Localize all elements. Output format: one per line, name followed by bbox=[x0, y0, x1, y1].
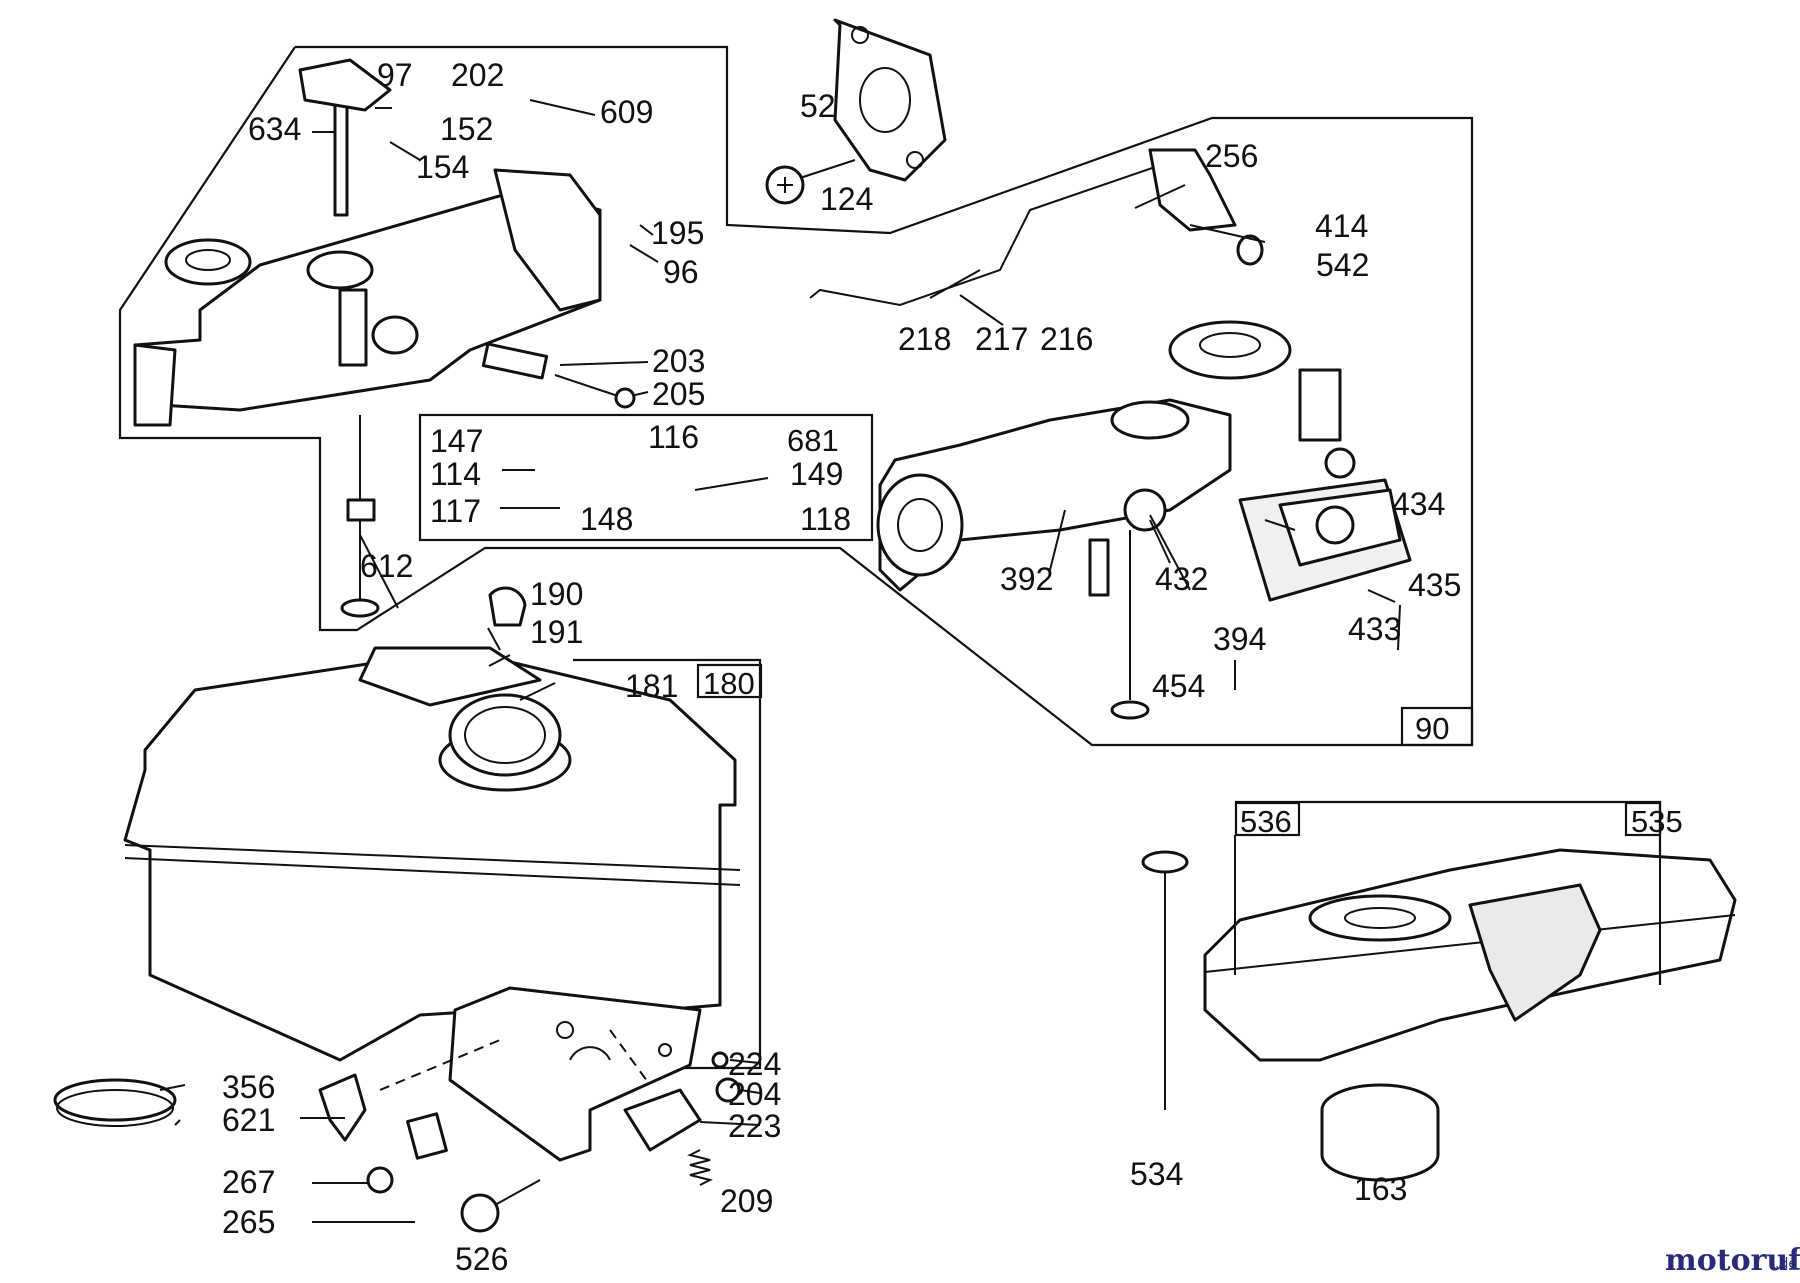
callout-181: 181 bbox=[625, 668, 678, 704]
callout-621: 621 bbox=[222, 1102, 275, 1138]
assembly-frames bbox=[118, 45, 1662, 1070]
callout-394: 394 bbox=[1213, 621, 1266, 657]
callout-209: 209 bbox=[720, 1183, 773, 1219]
boxed-label-536: 536 bbox=[1240, 804, 1292, 839]
callout-609: 609 bbox=[600, 94, 653, 130]
box-180-frame bbox=[696, 663, 763, 699]
callout-191: 191 bbox=[530, 614, 583, 650]
callout-526: 526 bbox=[455, 1241, 508, 1277]
callout-435: 435 bbox=[1408, 567, 1461, 603]
callout-216: 216 bbox=[1040, 321, 1093, 357]
callout-96: 96 bbox=[663, 254, 699, 290]
callout-256: 256 bbox=[1205, 138, 1258, 174]
callout-117: 117 bbox=[430, 493, 481, 529]
callout-97: 97 bbox=[377, 57, 413, 93]
gasket-52 bbox=[833, 18, 947, 182]
callout-634: 634 bbox=[248, 111, 301, 147]
callout-163: 163 bbox=[1354, 1171, 1407, 1207]
callout-203: 203 bbox=[652, 343, 705, 379]
callout-154: 154 bbox=[416, 149, 469, 185]
callout-432: 432 bbox=[1155, 561, 1208, 597]
callout-217: 217 bbox=[975, 321, 1028, 357]
callout-52: 52 bbox=[800, 88, 836, 124]
boxed-label-90: 90 bbox=[1415, 711, 1449, 746]
callout-labels: 97 202 609 634 152 154 195 96 203 205 52… bbox=[222, 57, 1461, 1277]
callout-454: 454 bbox=[1152, 668, 1205, 704]
callout-205: 205 bbox=[652, 376, 705, 412]
small-parts bbox=[53, 1051, 741, 1233]
fuel-tank bbox=[123, 586, 741, 1062]
callout-118: 118 bbox=[800, 501, 851, 537]
boxed-label-535: 535 bbox=[1631, 804, 1683, 839]
watermark-suffix: .de bbox=[1775, 1256, 1797, 1272]
callout-114: 114 bbox=[430, 456, 481, 492]
callout-265: 265 bbox=[222, 1204, 275, 1240]
callout-202: 202 bbox=[451, 57, 504, 93]
screw-124 bbox=[765, 159, 856, 205]
callout-542: 542 bbox=[1316, 247, 1369, 283]
callout-356: 356 bbox=[222, 1069, 275, 1105]
callout-392: 392 bbox=[1000, 561, 1053, 597]
leader-lines bbox=[159, 99, 1661, 1223]
callout-223: 223 bbox=[728, 1108, 781, 1144]
frame-left-carburetor bbox=[118, 45, 1474, 747]
tank-bracket bbox=[379, 986, 702, 1162]
carburetor-left bbox=[133, 58, 636, 618]
boxed-labels: 681 180 90 536 535 bbox=[703, 423, 1683, 839]
callout-434: 434 bbox=[1392, 486, 1445, 522]
callout-195: 195 bbox=[651, 215, 704, 251]
linkage-rod bbox=[809, 148, 1264, 307]
callout-149: 149 bbox=[790, 456, 843, 492]
callout-204: 204 bbox=[728, 1076, 781, 1112]
callout-267: 267 bbox=[222, 1164, 275, 1200]
callout-534: 534 bbox=[1130, 1156, 1183, 1192]
callout-224: 224 bbox=[728, 1046, 781, 1082]
callout-152: 152 bbox=[440, 111, 493, 147]
boxed-label-180: 180 bbox=[703, 666, 755, 701]
box-535-frame bbox=[1624, 801, 1662, 837]
carburetor-right bbox=[876, 320, 1412, 720]
air-cleaner bbox=[1141, 848, 1737, 1182]
box-681-frame bbox=[418, 413, 874, 542]
box-536-frame bbox=[1234, 801, 1301, 837]
box-90-frame bbox=[1400, 706, 1474, 747]
callout-414: 414 bbox=[1315, 208, 1368, 244]
callout-190: 190 bbox=[530, 576, 583, 612]
watermark: motoruf .de bbox=[1665, 1243, 1800, 1278]
callout-124: 124 bbox=[820, 181, 873, 217]
callout-218: 218 bbox=[898, 321, 951, 357]
callout-148: 148 bbox=[580, 501, 633, 537]
parts bbox=[53, 18, 1737, 1233]
boxed-label-681: 681 bbox=[787, 423, 839, 458]
callout-147: 147 bbox=[430, 423, 483, 459]
watermark-brand: motoruf bbox=[1665, 1243, 1800, 1278]
callout-612: 612 bbox=[360, 548, 413, 584]
callout-433: 433 bbox=[1348, 611, 1401, 647]
callout-116: 116 bbox=[648, 419, 699, 455]
